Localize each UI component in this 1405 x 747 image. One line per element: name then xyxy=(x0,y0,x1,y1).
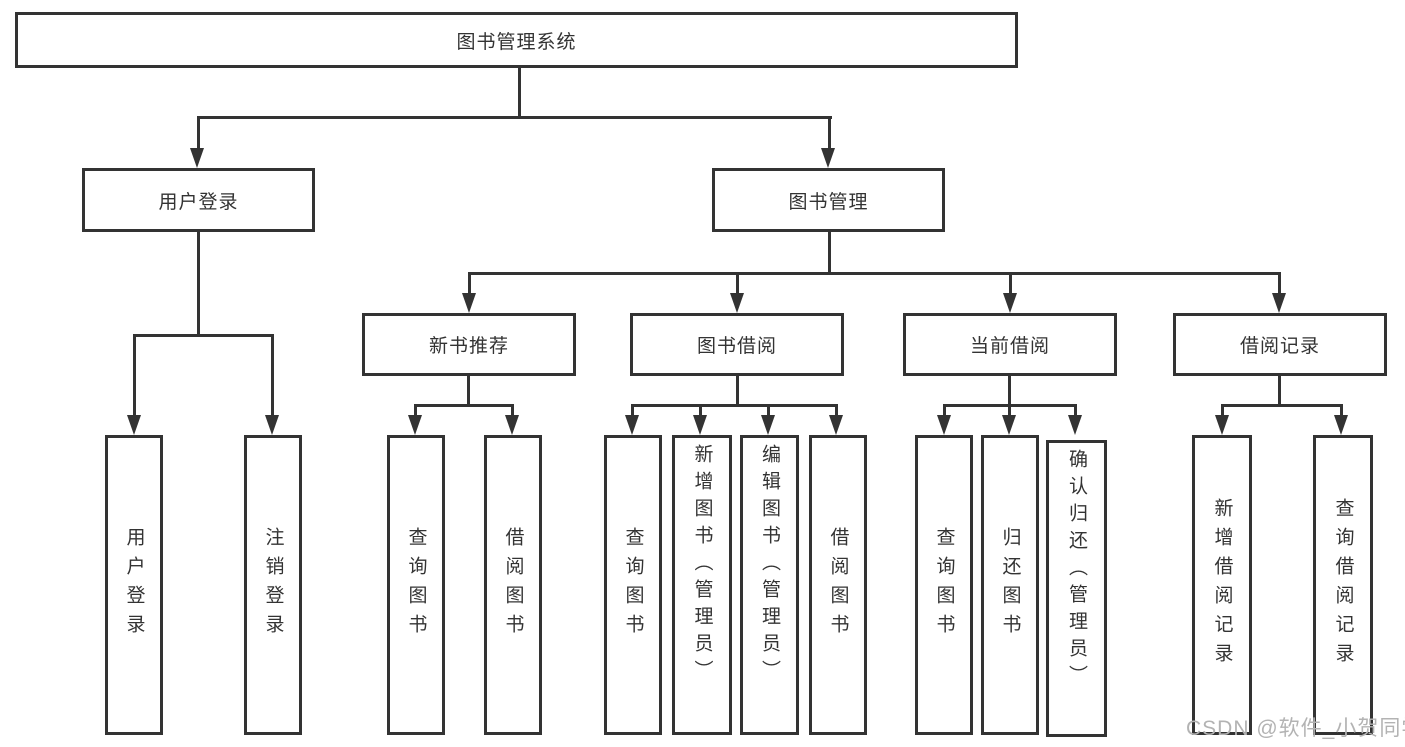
arrow-down-icon xyxy=(462,293,476,313)
connector-mgmt-stem xyxy=(828,232,831,274)
node-label: 新书推荐 xyxy=(428,336,509,357)
arrow-down-icon xyxy=(821,148,835,168)
arrow-down-icon xyxy=(505,415,519,435)
connector-current-drop-2 xyxy=(1008,404,1011,417)
arrow-down-icon xyxy=(190,148,204,168)
connector-l3-drop-1 xyxy=(468,272,471,293)
leaf-label: 借阅图书 xyxy=(827,527,849,643)
connector-user-login-drop xyxy=(197,116,200,150)
leaf-label: 注销登录 xyxy=(262,527,284,643)
node-label: 图书管理 xyxy=(788,191,869,213)
connector-level2-branch xyxy=(198,116,832,119)
connector-newbook-drop-2 xyxy=(511,404,514,417)
arrow-down-icon xyxy=(1334,415,1348,435)
connector-current-drop-3 xyxy=(1074,404,1077,417)
leaf-records-add-record: 新增借阅记录 xyxy=(1192,435,1252,735)
connector-newbook-drop-1 xyxy=(414,404,417,417)
csdn-watermark: CSDN @软件_小贺同学 xyxy=(1186,717,1405,740)
leaf-label: 确认归还（管理员） xyxy=(1066,449,1087,692)
leaf-current-confirm-return-admin: 确认归还（管理员） xyxy=(1046,440,1107,737)
leaf-current-query-books: 查询图书 xyxy=(915,435,973,735)
node-label: 图书管理系统 xyxy=(456,31,577,53)
leaf-label: 编辑图书（管理员） xyxy=(759,444,780,687)
connector-user-stem xyxy=(197,232,200,335)
connector-records-stem xyxy=(1278,376,1281,406)
connector-user-leaf2-drop xyxy=(271,334,274,415)
arrow-down-icon xyxy=(761,415,775,435)
node-new-book-recommend: 新书推荐 xyxy=(362,313,576,376)
connector-current-stem xyxy=(1008,376,1011,406)
arrow-down-icon xyxy=(265,415,279,435)
arrow-down-icon xyxy=(625,415,639,435)
node-label: 图书借阅 xyxy=(696,336,777,357)
node-book-borrowing: 图书借阅 xyxy=(630,313,844,376)
node-book-management: 图书管理 xyxy=(712,168,945,232)
node-library-management-system: 图书管理系统 xyxy=(15,12,1018,68)
leaf-records-query-record: 查询借阅记录 xyxy=(1313,435,1373,735)
leaf-label: 用户登录 xyxy=(123,527,145,643)
arrow-down-icon xyxy=(693,415,707,435)
connector-user-leaf1-drop xyxy=(133,334,136,415)
arrow-down-icon xyxy=(1215,415,1229,435)
connector-borrow-drop-2 xyxy=(699,404,702,417)
connector-l3-drop-4 xyxy=(1278,272,1281,293)
connector-l3-drop-3 xyxy=(1009,272,1012,293)
arrow-down-icon xyxy=(829,415,843,435)
connector-newbook-branch xyxy=(414,404,514,407)
leaf-label: 新增借阅记录 xyxy=(1211,498,1233,672)
leaf-newbook-borrow-books: 借阅图书 xyxy=(484,435,542,735)
connector-borrow-drop-1 xyxy=(631,404,634,417)
leaf-label: 查询图书 xyxy=(405,527,427,643)
leaf-logout: 注销登录 xyxy=(244,435,302,735)
connector-records-drop-1 xyxy=(1221,404,1224,417)
connector-book-mgmt-drop xyxy=(828,116,831,150)
arrow-down-icon xyxy=(1003,293,1017,313)
node-current-borrowing: 当前借阅 xyxy=(903,313,1117,376)
arrow-down-icon xyxy=(1272,293,1286,313)
connector-borrow-drop-4 xyxy=(835,404,838,417)
connector-level3-branch xyxy=(468,272,1280,275)
node-label: 用户登录 xyxy=(158,191,239,213)
connector-l3-drop-2 xyxy=(736,272,739,293)
leaf-label: 查询借阅记录 xyxy=(1332,498,1354,672)
leaf-borrow-add-books-admin: 新增图书（管理员） xyxy=(672,435,732,735)
leaf-label: 查询图书 xyxy=(622,527,644,643)
connector-borrow-branch xyxy=(631,404,837,407)
arrow-down-icon xyxy=(730,293,744,313)
node-borrowing-records: 借阅记录 xyxy=(1173,313,1387,376)
leaf-user-login: 用户登录 xyxy=(105,435,163,735)
node-user-login: 用户登录 xyxy=(82,168,315,232)
connector-user-branch xyxy=(133,334,273,337)
connector-current-drop-1 xyxy=(943,404,946,417)
arrow-down-icon xyxy=(127,415,141,435)
leaf-borrow-query-books: 查询图书 xyxy=(604,435,662,735)
connector-newbook-stem xyxy=(467,376,470,406)
node-label: 借阅记录 xyxy=(1239,336,1320,357)
node-label: 当前借阅 xyxy=(969,336,1050,357)
leaf-label: 归还图书 xyxy=(999,527,1021,643)
connector-borrow-stem xyxy=(736,376,739,406)
leaf-newbook-query-books: 查询图书 xyxy=(387,435,445,735)
leaf-label: 新增图书（管理员） xyxy=(691,444,713,687)
leaf-borrow-borrow-books: 借阅图书 xyxy=(809,435,867,735)
leaf-label: 查询图书 xyxy=(933,527,955,643)
connector-records-branch xyxy=(1221,404,1341,407)
arrow-down-icon xyxy=(408,415,422,435)
arrow-down-icon xyxy=(937,415,951,435)
arrow-down-icon xyxy=(1002,415,1016,435)
leaf-current-return-books: 归还图书 xyxy=(981,435,1039,735)
leaf-label: 借阅图书 xyxy=(502,527,524,643)
connector-records-drop-2 xyxy=(1340,404,1343,417)
leaf-borrow-edit-books-admin: 编辑图书（管理员） xyxy=(740,435,799,735)
connector-root-stem xyxy=(518,68,521,118)
arrow-down-icon xyxy=(1068,415,1082,435)
connector-borrow-drop-3 xyxy=(767,404,770,417)
